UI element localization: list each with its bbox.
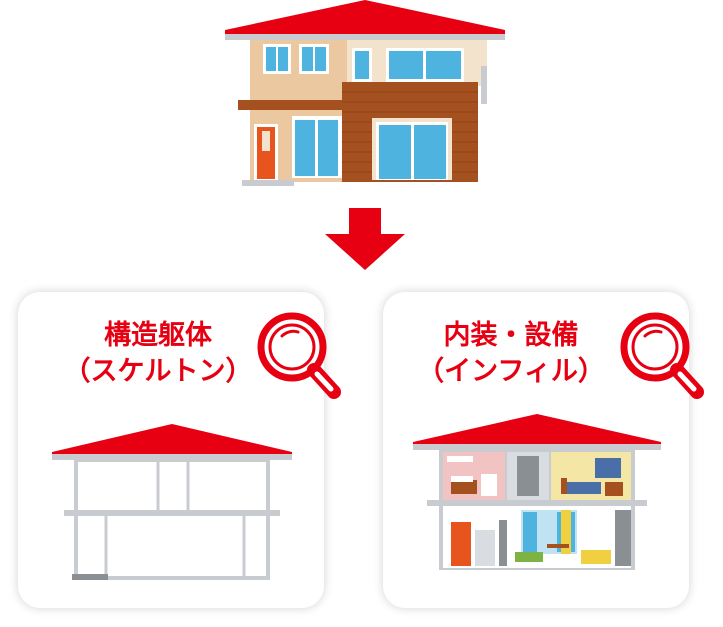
card-skeleton: 構造躯体 （スケルトン） (18, 292, 341, 608)
card-infill: 内装・設備 （インフィル） (383, 292, 704, 608)
magnifier-icon (257, 312, 341, 399)
magnifier-icon (620, 312, 704, 399)
card-title-line2: （スケルトン） (63, 356, 253, 387)
house-icon (225, 0, 505, 186)
card-title-line2: （インフィル） (417, 356, 605, 387)
skeleton-house-icon (52, 424, 292, 580)
card-title: 構造躯体 （スケルトン） (38, 318, 278, 390)
arrow-down-icon (325, 208, 405, 270)
infill-house-icon (413, 414, 661, 570)
card-title: 内装・設備 （インフィル） (391, 318, 631, 390)
card-title-line1: 構造躯体 (104, 320, 212, 351)
card-title-line1: 内装・設備 (443, 320, 579, 351)
